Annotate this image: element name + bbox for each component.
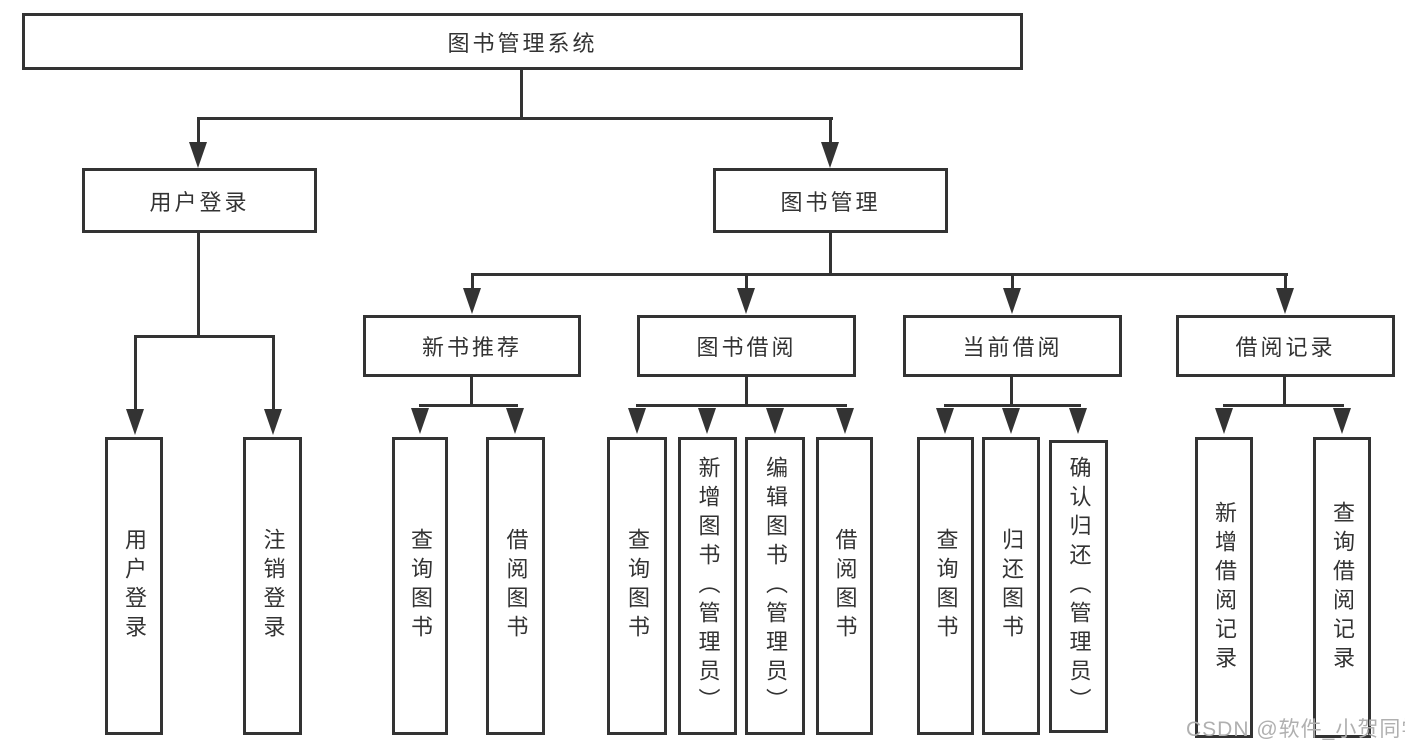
arrow-down-user-login: [189, 142, 207, 168]
arrow-down-bb-edit: [766, 408, 784, 434]
connector-user-login-stem: [197, 117, 200, 145]
node-borrow-record-label: 借阅记录: [1235, 335, 1336, 360]
arrow-down-cb-query: [936, 408, 954, 434]
connector-new-book-stem: [471, 273, 474, 291]
leaf-cb-return-book-label: 归还图书: [999, 528, 1024, 644]
arrow-down-leaf-logout: [264, 409, 282, 435]
leaf-user-login: 用户登录: [105, 437, 163, 735]
connector-level2-bus: [197, 117, 833, 120]
arrow-down-borrow: [737, 288, 755, 314]
arrow-down-bb-borrow: [836, 408, 854, 434]
arrow-down-new-book: [463, 288, 481, 314]
arrow-down-bb-query: [628, 408, 646, 434]
csdn-watermark: CSDN @软件_小贺同学: [1186, 718, 1405, 741]
leaf-br-add-record: 新增借阅记录: [1195, 437, 1253, 738]
arrow-down-cb-return: [1002, 408, 1020, 434]
leaf-bb-query-book: 查询图书: [607, 437, 667, 735]
connector-new-book-drop: [470, 376, 473, 407]
node-user-login: 用户登录: [82, 168, 317, 233]
leaf-nb-query-book: 查询图书: [392, 437, 448, 735]
connector-leaf-login-stem: [134, 335, 137, 412]
leaf-bb-add-book-label: 新增图书（管理员）: [695, 455, 721, 717]
connector-record-bus: [1223, 404, 1344, 407]
connector-record-stem: [1284, 273, 1287, 291]
node-current-borrow: 当前借阅: [903, 315, 1122, 377]
connector-borrow-bus: [636, 404, 847, 407]
node-new-book-rec: 新书推荐: [363, 315, 581, 377]
connector-level3-bus: [471, 273, 1288, 276]
arrow-down-current: [1003, 288, 1021, 314]
leaf-br-add-record-label: 新增借阅记录: [1212, 500, 1237, 675]
leaf-bb-borrow-book: 借阅图书: [816, 437, 873, 735]
connector-current-bus: [944, 404, 1081, 407]
arrow-down-leaf-login: [126, 409, 144, 435]
connector-new-book-bus: [419, 404, 518, 407]
connector-borrow-drop: [745, 376, 748, 407]
connector-borrow-stem: [745, 273, 748, 291]
node-current-borrow-label: 当前借阅: [962, 335, 1063, 360]
leaf-cb-confirm-return-label: 确认归还（管理员）: [1066, 456, 1092, 717]
arrow-down-nb-query: [411, 408, 429, 434]
leaf-bb-edit-book-label: 编辑图书（管理员）: [763, 455, 788, 717]
connector-user-login-bus: [134, 335, 275, 338]
leaf-nb-borrow-book: 借阅图书: [486, 437, 545, 735]
connector-root-drop: [520, 69, 523, 119]
connector-record-drop: [1283, 376, 1286, 407]
node-root: 图书管理系统: [22, 13, 1023, 70]
node-new-book-rec-label: 新书推荐: [421, 335, 522, 360]
node-book-borrow-label: 图书借阅: [696, 335, 797, 360]
node-root-label: 图书管理系统: [447, 30, 598, 56]
arrow-down-bb-add: [698, 408, 716, 434]
arrow-down-nb-borrow: [506, 408, 524, 434]
leaf-logout: 注销登录: [243, 437, 302, 735]
connector-book-mgmt-drop: [829, 231, 832, 276]
leaf-bb-edit-book: 编辑图书（管理员）: [745, 437, 805, 735]
leaf-cb-return-book: 归还图书: [982, 437, 1040, 735]
arrow-down-br-query: [1333, 408, 1351, 434]
leaf-user-login-label: 用户登录: [122, 528, 147, 644]
leaf-cb-query-book-label: 查询图书: [933, 528, 959, 644]
arrow-down-cb-confirm: [1069, 408, 1087, 434]
leaf-logout-label: 注销登录: [260, 528, 286, 644]
leaf-nb-borrow-book-label: 借阅图书: [503, 528, 529, 644]
leaf-cb-confirm-return: 确认归还（管理员）: [1049, 440, 1108, 733]
leaf-bb-add-book: 新增图书（管理员）: [678, 437, 737, 735]
node-borrow-record: 借阅记录: [1176, 315, 1395, 377]
arrow-down-book-mgmt: [821, 142, 839, 168]
connector-current-drop: [1010, 376, 1013, 407]
leaf-br-query-record: 查询借阅记录: [1313, 437, 1371, 738]
node-book-mgmt: 图书管理: [713, 168, 948, 233]
connector-current-stem: [1011, 273, 1014, 291]
leaf-bb-borrow-book-label: 借阅图书: [832, 528, 858, 644]
leaf-cb-query-book: 查询图书: [917, 437, 974, 735]
arrow-down-br-add: [1215, 408, 1233, 434]
node-book-borrow: 图书借阅: [637, 315, 856, 377]
leaf-br-query-record-label: 查询借阅记录: [1330, 500, 1355, 675]
node-book-mgmt-label: 图书管理: [780, 189, 881, 215]
arrow-down-record: [1276, 288, 1294, 314]
connector-user-login-drop: [197, 231, 200, 337]
leaf-nb-query-book-label: 查询图书: [408, 528, 433, 644]
connector-book-mgmt-stem: [829, 117, 832, 145]
node-user-login-label: 用户登录: [149, 189, 250, 215]
leaf-bb-query-book-label: 查询图书: [625, 528, 650, 644]
connector-leaf-logout-stem: [272, 335, 275, 412]
